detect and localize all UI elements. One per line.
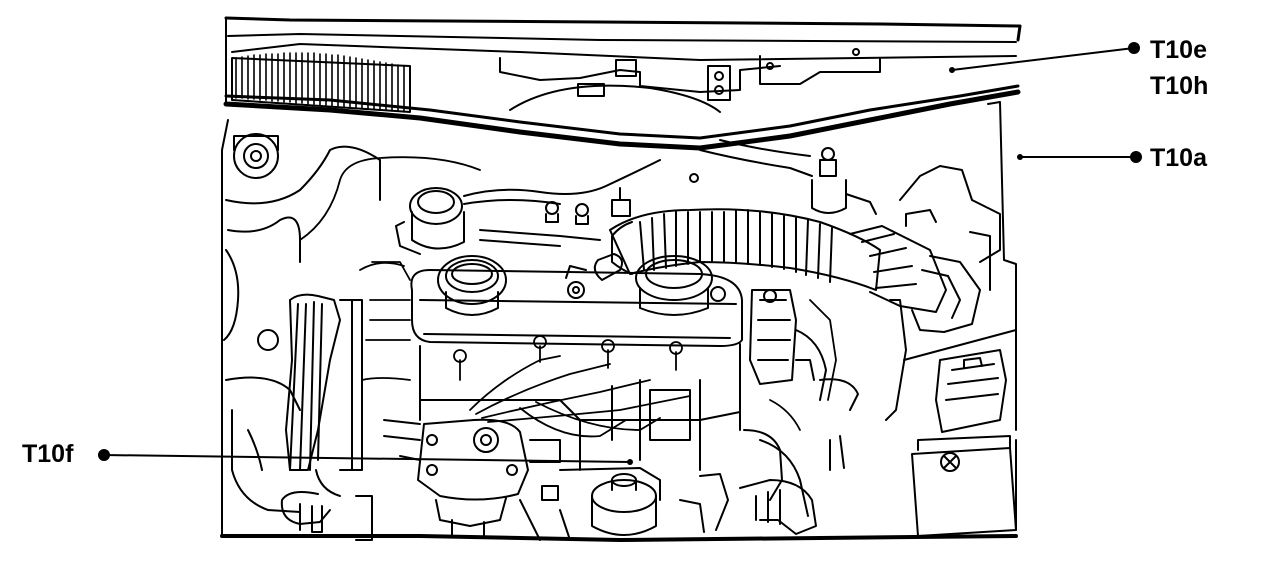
leader-end-t10e-t10h — [949, 67, 955, 73]
leader-end-t10a — [1017, 154, 1023, 160]
cowl-brackets — [499, 48, 881, 113]
leader-dot-t10f — [98, 449, 110, 461]
leader-line-t10e-t10h — [951, 47, 1135, 71]
callout-label-t10f: T10f — [22, 440, 74, 468]
callout-label-t10e: T10e — [1150, 36, 1207, 64]
battery — [911, 435, 1017, 537]
oil-filter — [591, 473, 657, 536]
cylinder-head — [410, 255, 743, 347]
callout-leaders — [98, 42, 1142, 465]
injection-pump — [383, 418, 561, 539]
left-hoses — [280, 293, 373, 541]
left-fender — [221, 119, 381, 537]
callout-label-t10h: T10h — [1150, 72, 1209, 100]
lower-right-hoses — [679, 435, 845, 535]
egr-valve — [395, 159, 661, 255]
leader-dot-t10e-t10h — [1128, 42, 1140, 54]
leader-dot-t10a — [1130, 151, 1142, 163]
callout-label-t10a: T10a — [1150, 144, 1207, 172]
bottom-edge — [220, 534, 1018, 542]
engine-block — [419, 343, 741, 541]
leader-end-t10f — [627, 459, 633, 465]
air-box — [885, 101, 1017, 433]
cowl-panel — [223, 16, 1022, 151]
connecting-hoses — [299, 156, 837, 431]
top-fittings — [545, 139, 877, 281]
injector-lines — [453, 335, 691, 438]
cowl-grille — [231, 52, 411, 113]
leader-line-t10f — [103, 454, 631, 463]
alternator — [743, 289, 859, 517]
